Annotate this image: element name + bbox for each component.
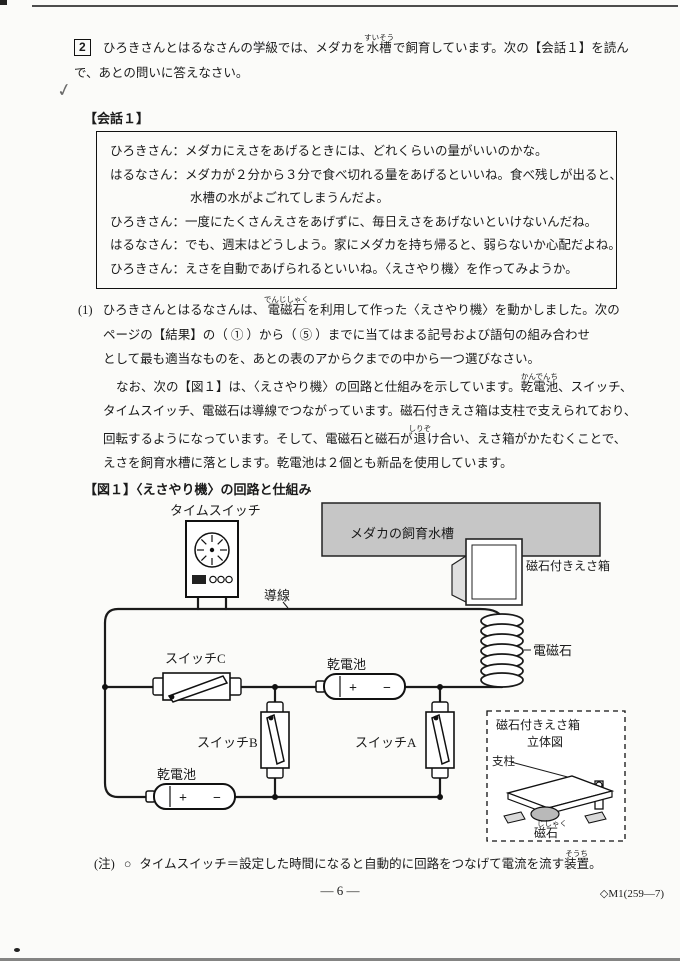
switch-b-pivot	[268, 715, 274, 721]
time-switch-dial-ticks	[197, 535, 227, 565]
fish-tank-label: メダカの飼育水槽	[350, 526, 454, 541]
q1-line-3: として最も適当なものを、あとの表のアからクまでの中から一つ選びなさい。	[103, 352, 541, 366]
kaiwa-line: はるなさん：メダカが２分から３分で食べ切れる量をあげるといいね。食べ残しが出ると…	[110, 167, 623, 182]
fish-tank-shape	[321, 502, 601, 557]
magnet-ruby: じしゃく	[537, 819, 567, 828]
time-switch: タイムスイッチ	[170, 503, 261, 598]
time-switch-button	[225, 575, 233, 584]
q1-line-7: えさを飼育水槽に落とします。乾電池は２個とも新品を使用しています。	[103, 456, 513, 470]
feed-box-inset: 磁石付きえさ箱 立体図 支柱 じしゃく 磁石	[486, 710, 626, 842]
kaiwa-line: はるなさん：でも、週末はどうしよう。家にメダカを持ち帰ると、弱らないか心配だよね…	[110, 238, 621, 252]
battery-top-body	[323, 673, 406, 700]
switch-b: スイッチB	[197, 701, 290, 779]
time-switch-button	[217, 575, 225, 584]
kaiwa-box: ひろきさん：メダカにえさをあげるときには、どれくらいの量がいいのかな。 はるなさ…	[96, 131, 623, 289]
pen-mark: ✓	[54, 78, 75, 103]
kaiwa-line-continuation: 水槽の水がよごれてしまうんだよ。	[190, 191, 390, 205]
q1-line-4: なお、次の【図１】は、〈えさやり機〉の回路と仕組みを示しています。乾電池かんでん…	[116, 371, 633, 394]
wire-timeswitch-leads	[196, 595, 228, 611]
switch-c-terminal	[228, 677, 242, 696]
kaiwa-label: 【会話１】	[84, 111, 150, 126]
note-bullet: ○	[123, 857, 132, 871]
footer-doc-code: ◇M1(259—7)	[599, 888, 664, 900]
battery-bottom-body	[153, 783, 236, 810]
switch-a: スイッチA	[355, 701, 455, 779]
battery-bottom: 乾電池 + −	[145, 767, 236, 810]
fish-tank: メダカの飼育水槽	[321, 502, 601, 557]
inset-title-line2: 立体図	[527, 734, 563, 749]
feed-box-label: 磁石付きえさ箱	[526, 558, 610, 573]
switch-c-blade	[167, 675, 229, 703]
magnet-label: 磁石	[534, 825, 558, 840]
scan-artifact-bottom-edge	[0, 957, 680, 961]
time-switch-display	[192, 575, 206, 584]
electromagnet-coil: 電磁石	[480, 613, 572, 688]
switch-c-pivot	[169, 694, 175, 700]
q1-text-1: ひろきさんとはるなさんは、電磁石でんじしゃくを利用して作った〈えさやり機〉を動か…	[102, 295, 620, 317]
inset-foot-right	[584, 811, 607, 824]
q1-line-6: 回転するようになっています。そして、電磁石と磁石が退しりぞけ合い、えさ箱がかたむ…	[103, 423, 627, 446]
scan-artifact-top-line	[32, 5, 678, 7]
wire-label: 導線	[264, 588, 290, 603]
junction-dot	[437, 684, 443, 690]
battery-bottom-plus: +	[179, 791, 187, 806]
junction-dot	[102, 684, 108, 690]
electromagnet-label: 電磁石	[533, 643, 572, 658]
wire-left-bottom	[103, 621, 442, 799]
intro-text-1: ひろきさんとはるなさんの学級では、メダカを水槽すいそうで飼育しています。次の【会…	[102, 33, 629, 55]
question-number-box: 2	[74, 39, 91, 56]
support-label: 支柱	[492, 754, 515, 768]
time-switch-dial-center	[209, 547, 215, 553]
switch-c: スイッチC	[152, 651, 242, 703]
scan-artifact-dot	[14, 948, 20, 952]
junction-dots	[102, 684, 443, 800]
magnet-ellipse	[530, 806, 560, 822]
battery-bottom-label: 乾電池	[157, 767, 196, 782]
q1-line-1: (1) ひろきさんとはるなさんは、電磁石でんじしゃくを利用して作った〈えさやり機〉…	[78, 295, 636, 323]
circuit-diagram: メダカの飼育水槽 磁石付きえさ箱 導線	[102, 502, 626, 842]
switch-b-label: スイッチB	[197, 735, 258, 750]
time-switch-button	[209, 575, 217, 584]
battery-top-plus: +	[349, 681, 357, 696]
question-intro: 2 ひろきさんとはるなさんの学級では、メダカを水槽すいそうで飼育しています。次の…	[74, 33, 629, 86]
switch-a-label: スイッチA	[355, 735, 417, 750]
wire-label-group: 導線	[264, 588, 290, 609]
switch-a-pivot	[433, 715, 439, 721]
q1-marker: (1)	[78, 303, 93, 317]
kaiwa-line: ひろきさん：一度にたくさんえさをあげずに、毎日えさをあげないといけないんだね。	[110, 214, 598, 229]
wire-label-pointer	[282, 601, 289, 609]
figure-label: 【図１】〈えさやり機〉の回路と仕組み	[84, 482, 312, 497]
junction-dot	[437, 794, 443, 800]
feed-box-inner	[471, 544, 517, 600]
note-line: (注) ○ タイムスイッチ＝設定した時間になると自動的に回路をつなげて電流を流す装置…	[94, 849, 602, 872]
kaiwa-line: ひろきさん：えさを自動であげられるといいね。〈えさやり機〉を作ってみようか。	[110, 261, 578, 276]
battery-top-label: 乾電池	[327, 657, 366, 672]
junction-dot	[272, 794, 278, 800]
intro-line-2: で、あとの問いに答えなさい。	[74, 66, 249, 80]
battery-bottom-minus: −	[213, 791, 221, 806]
coil-loop	[480, 672, 524, 688]
scan-artifact-corner	[0, 0, 7, 5]
q1-line-5: タイムスイッチ、電磁石は導線でつながっています。磁石付きえさ箱は支柱で支えられて…	[103, 404, 637, 418]
time-switch-label: タイムスイッチ	[170, 503, 261, 518]
junction-dot	[272, 684, 278, 690]
note-prefix: (注)	[94, 857, 115, 871]
note-text: タイムスイッチ＝設定した時間になると自動的に回路をつなげて電流を流す装置そうち。	[139, 849, 602, 871]
inset-title-line1: 磁石付きえさ箱	[496, 717, 580, 732]
intro-line-1: 2 ひろきさんとはるなさんの学級では、メダカを水槽すいそうで飼育しています。次の…	[74, 33, 629, 61]
battery-top: 乾電池 + −	[315, 657, 406, 700]
question-1: (1) ひろきさんとはるなさんは、電磁石でんじしゃくを利用して作った〈えさやり機〉…	[78, 295, 636, 476]
feed-box-hinge	[451, 554, 467, 603]
footer-page-number: — 6 —	[320, 883, 360, 898]
kaiwa-line: ひろきさん：メダカにえさをあげるときには、どれくらいの量がいいのかな。	[110, 144, 548, 158]
inset-foot-left	[503, 811, 526, 824]
q1-line-2: ページの【結果】の（ ① ）から（ ⑤ ）までに当てはまる記号および語句の組み合…	[103, 327, 591, 342]
battery-top-minus: −	[383, 681, 391, 696]
feed-box: 磁石付きえさ箱	[451, 538, 610, 606]
switch-c-label: スイッチC	[165, 651, 226, 666]
